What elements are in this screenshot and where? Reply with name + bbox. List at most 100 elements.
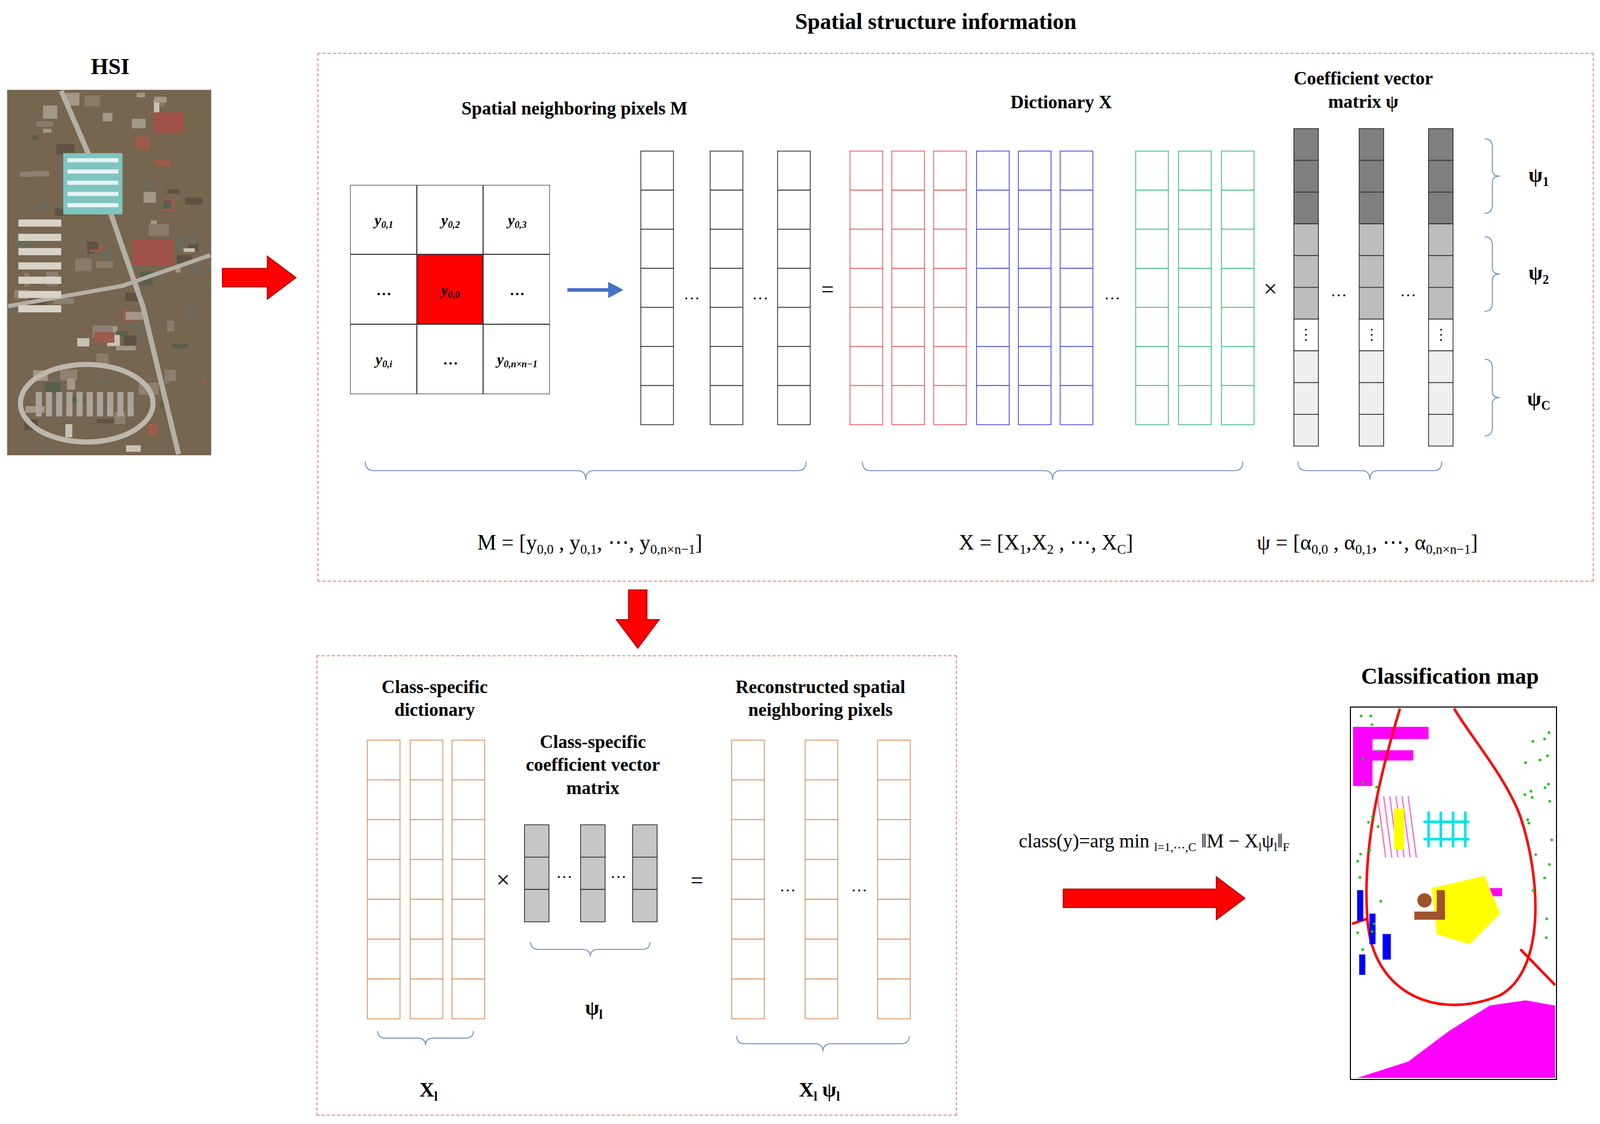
block-arrow	[616, 589, 660, 648]
block-arrow	[1063, 876, 1245, 920]
matrix-cell	[891, 229, 925, 269]
hsi-road	[20, 364, 153, 443]
matrix-cell	[641, 385, 674, 425]
map-dot	[1545, 917, 1548, 920]
matrix-cell	[452, 898, 485, 939]
map-dot	[1534, 852, 1537, 856]
block-label: ψC	[1526, 386, 1551, 412]
matrix-cell	[641, 268, 674, 308]
matrix-cell	[1293, 287, 1319, 319]
text-run: …	[1330, 281, 1348, 300]
matrix-cell	[410, 978, 443, 1019]
text-run: y	[507, 211, 515, 229]
matrix-cell	[524, 856, 549, 890]
hsi-patch	[94, 331, 115, 343]
hsi-parking	[127, 391, 134, 417]
text-run: ⋮	[1433, 326, 1449, 343]
text-run: , y	[553, 530, 581, 555]
cell-label: y0,1	[374, 210, 394, 230]
cell-label: y0,n×n−1	[497, 350, 538, 370]
map-dot	[1356, 859, 1359, 863]
map-dot	[1546, 753, 1549, 757]
block-label: ψ2	[1528, 260, 1549, 287]
subscript: l=1,⋯,C	[1154, 839, 1197, 853]
matrix-cell	[1060, 190, 1094, 229]
matrix-cell	[410, 898, 443, 939]
matrix-cell	[580, 856, 605, 890]
hsi-patch	[154, 96, 167, 103]
matrix-cell	[877, 779, 911, 820]
matrix-cell	[710, 346, 744, 386]
hsi-building	[18, 262, 62, 270]
matrix-cell	[410, 779, 443, 820]
map-dot	[1370, 929, 1374, 933]
node-heading: HSI	[90, 52, 130, 81]
text-run: HSI	[90, 53, 130, 79]
matrix-cell	[877, 898, 911, 939]
hsi-building	[67, 157, 119, 163]
subscript: l	[813, 1088, 818, 1103]
hsi-patch	[154, 158, 171, 166]
matrix-cell	[1293, 350, 1319, 383]
matrix-cell	[805, 898, 838, 939]
matrix-cell	[731, 898, 765, 939]
matrix-cell	[850, 268, 883, 308]
hsi-parking	[117, 391, 124, 417]
matrix-cell	[1293, 160, 1319, 193]
map-dot	[1372, 922, 1376, 925]
map-dot	[1543, 737, 1546, 740]
matrix-cell	[777, 229, 811, 269]
matrix-cell	[1359, 192, 1384, 224]
matrix-cell	[632, 856, 658, 890]
text-run: ψ = [α	[1256, 530, 1312, 555]
matrix-label: Xl	[419, 1077, 438, 1103]
matrix-cell	[777, 307, 811, 347]
matrix-cell	[933, 229, 967, 269]
pixel-cell: y0,i	[350, 324, 417, 395]
hsi-patch	[163, 198, 176, 212]
hsi-patch	[125, 311, 143, 320]
matrix-cell	[1293, 382, 1319, 415]
hsi-patch	[45, 382, 61, 394]
map-region	[1417, 892, 1432, 908]
ellipsis: ⋮	[1433, 325, 1449, 344]
hsi-patch	[37, 204, 55, 210]
node-heading: Reconstructed spatial neighboring pixels	[703, 675, 938, 722]
hsi-building	[18, 304, 62, 313]
brace	[530, 941, 651, 957]
text-run: ψ	[817, 1078, 837, 1101]
text-run: ×	[1263, 274, 1278, 302]
text-run: y	[441, 211, 448, 229]
matrix-cell	[731, 938, 765, 979]
subscript: 0,1	[1355, 541, 1373, 557]
text-run: y	[497, 351, 504, 368]
matrix-cell	[1428, 128, 1453, 160]
matrix-cell	[976, 346, 1010, 386]
ellipsis: …	[1103, 283, 1121, 304]
hsi-parking	[66, 391, 73, 417]
hsi-patch	[65, 424, 72, 438]
matrix-cell	[1221, 268, 1255, 308]
matrix-cell	[367, 779, 400, 820]
map-dot	[1543, 786, 1547, 789]
hsi-parking	[96, 391, 104, 417]
ellipsis: ⋮	[1364, 325, 1379, 344]
matrix-cell	[367, 938, 400, 979]
matrix-cell	[731, 779, 765, 820]
map-dot	[1361, 781, 1365, 784]
matrix-cell	[891, 268, 925, 308]
matrix-cell	[641, 229, 674, 269]
hsi-patch	[166, 320, 174, 332]
hsi-patch	[148, 223, 169, 236]
matrix-cell	[1359, 382, 1384, 415]
hsi-patch	[103, 112, 113, 122]
matrix-cell	[1293, 223, 1319, 256]
hsi-parking	[107, 391, 114, 417]
matrix-cell	[1135, 229, 1169, 269]
matrix-cell	[452, 859, 485, 899]
text-run: ψ	[1528, 163, 1543, 187]
matrix-cell	[1359, 287, 1384, 319]
matrix-cell	[367, 859, 400, 899]
map-region	[1431, 875, 1501, 944]
